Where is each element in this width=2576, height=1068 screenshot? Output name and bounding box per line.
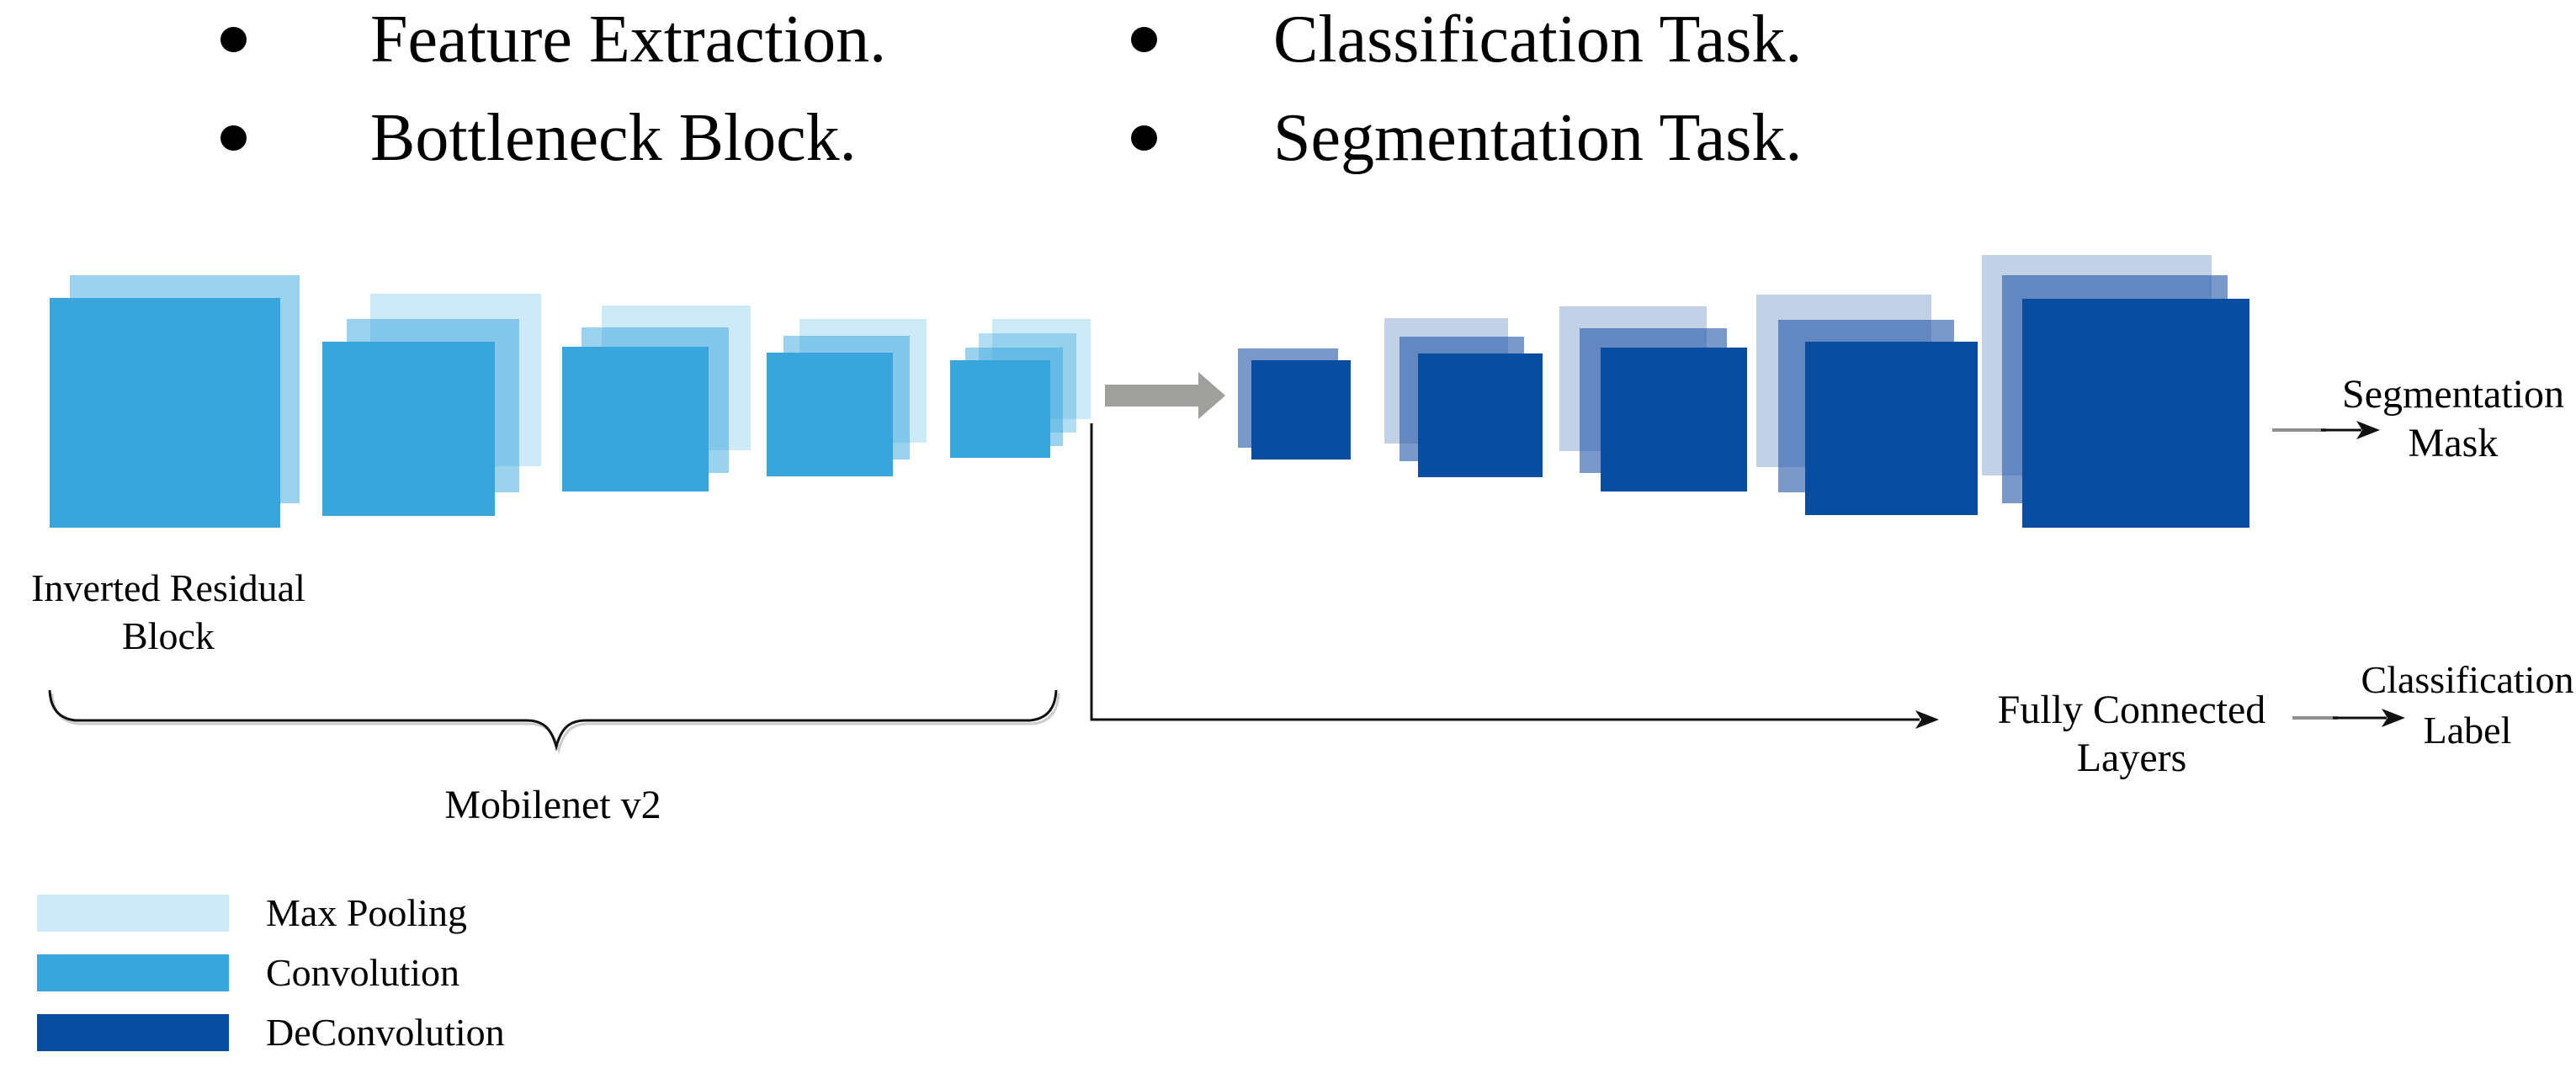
fc-branch-arrowhead-icon <box>1915 710 1939 729</box>
bullet-icon <box>220 27 247 52</box>
max-pooling-swatch <box>37 895 229 932</box>
decoder-block-4-layer-3 <box>1805 342 1978 515</box>
classification-label-line1: Classification <box>2361 658 2574 701</box>
bullet-item-segmentation-task: Segmentation Task. <box>1131 103 1802 173</box>
segmentation-mask-label: Segmentation Mask <box>2327 370 2576 468</box>
encoder-block-3-layer-3 <box>562 347 709 491</box>
fully-connected-line2: Layers <box>2076 736 2187 780</box>
deconvolution-swatch <box>37 1014 229 1051</box>
fully-connected-layers-label: Fully Connected Layers <box>1963 686 2300 782</box>
bullet-label: Segmentation Task. <box>1273 101 1803 175</box>
decoder-block-3-layer-3 <box>1601 348 1747 491</box>
segmentation-arrowhead-icon <box>2356 421 2380 439</box>
classification-arrowhead-icon <box>2382 709 2405 727</box>
segmentation-mask-line2: Mask <box>2408 421 2499 465</box>
legend-item-max-pooling: Max Pooling <box>37 891 467 934</box>
bullet-item-feature-extraction: Feature Extraction. <box>220 4 886 75</box>
bullet-item-classification-task: Classification Task. <box>1131 4 1802 75</box>
bullet-label: Bottleneck Block. <box>370 101 857 175</box>
mobilenet-brace <box>48 689 1058 752</box>
bullet-item-bottleneck-block: Bottleneck Block. <box>220 103 857 173</box>
fully-connected-line1: Fully Connected <box>1997 688 2266 732</box>
decoder-block-1-layer-2 <box>1251 360 1351 460</box>
segmentation-mask-line1: Segmentation <box>2342 372 2564 417</box>
bullet-icon <box>220 125 247 151</box>
encoder-block-1-layer-2 <box>50 298 280 528</box>
legend-label: Convolution <box>266 951 460 994</box>
legend-label: Max Pooling <box>266 891 467 934</box>
bullet-label: Classification Task. <box>1273 3 1803 77</box>
classification-label-label: Classification Label <box>2341 655 2576 756</box>
convolution-swatch <box>37 954 229 991</box>
inverted-residual-block-label: Inverted Residual Block <box>0 564 337 660</box>
encoder-block-5-layer-4 <box>950 360 1050 458</box>
legend-item-convolution: Convolution <box>37 951 460 994</box>
legend-item-deconvolution: DeConvolution <box>37 1011 505 1054</box>
fc-branch-line <box>1090 423 1920 721</box>
classification-label-line2: Label <box>2423 709 2512 752</box>
legend-label: DeConvolution <box>266 1011 505 1054</box>
decoder-block-5-layer-3 <box>2022 299 2249 528</box>
decoder-block-2-layer-3 <box>1418 353 1543 477</box>
encoder-block-2-layer-3 <box>322 342 495 516</box>
encoder-block-4-layer-3 <box>767 353 893 476</box>
encoder-decoder-arrow <box>1105 372 1225 419</box>
bullet-icon <box>1131 27 1157 52</box>
inverted-residual-line2: Block <box>122 614 215 657</box>
bullet-icon <box>1131 125 1157 151</box>
mobilenet-v2-label: Mobilenet v2 <box>444 783 661 827</box>
mobilenet-brace-shadow <box>50 693 1060 755</box>
bullet-label: Feature Extraction. <box>370 3 887 77</box>
inverted-residual-line1: Inverted Residual <box>31 566 305 609</box>
